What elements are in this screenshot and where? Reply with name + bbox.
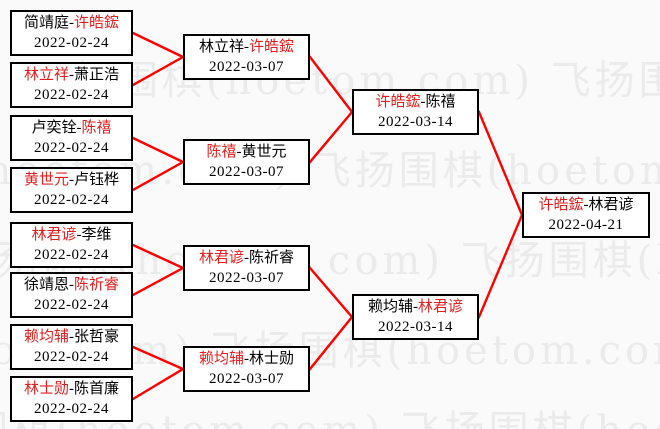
match-date: 2022-03-07: [209, 269, 284, 286]
connector-line: [477, 110, 524, 319]
match-players: 黄世元-卢钰桦: [12, 171, 131, 190]
match-box: 林立祥-许皓鋐 2022-03-07: [183, 34, 310, 80]
players-separator: -: [413, 298, 418, 315]
match-date: 2022-02-24: [34, 86, 109, 103]
match-players: 简靖庭-许皓鋐: [12, 14, 131, 33]
player-name: 陈禧: [81, 119, 112, 136]
match-box: 黄世元-卢钰桦 2022-02-24: [10, 167, 133, 213]
match-players: 赖均辅-张哲豪: [12, 328, 131, 347]
player-name: 林立祥: [198, 38, 244, 55]
player-name: 赖均辅: [198, 350, 244, 367]
match-players: 林立祥-萧正浩: [12, 66, 131, 85]
match-date: 2022-03-14: [378, 113, 453, 130]
players-separator: -: [69, 14, 74, 31]
player-name: 林立祥: [23, 66, 69, 83]
player-name: 张哲豪: [74, 328, 120, 345]
players-separator: -: [69, 380, 74, 397]
player-name: 简靖庭: [23, 14, 69, 31]
connector-line: [131, 136, 186, 192]
match-players: 徐靖恩-陈祈睿: [12, 276, 131, 295]
player-name: 许皓鋐: [74, 14, 120, 31]
match-date: 2022-02-24: [34, 296, 109, 313]
match-box: 徐靖恩-陈祈睿 2022-02-24: [10, 272, 133, 318]
players-separator: -: [244, 249, 249, 266]
player-name: 林君谚: [31, 226, 77, 243]
player-name: 黄世元: [241, 143, 287, 160]
players-separator: -: [76, 119, 82, 136]
players-separator: -: [69, 66, 74, 83]
players-separator: -: [69, 328, 74, 345]
match-players: 许皓鋐-林君谚: [524, 196, 648, 215]
match-players: 卢奕铨-陈禧: [12, 119, 131, 138]
player-name: 卢奕铨: [31, 119, 77, 136]
match-players: 赖均辅-林士勋: [185, 350, 308, 369]
player-name: 林君谚: [588, 196, 634, 213]
match-players: 林立祥-许皓鋐: [185, 38, 308, 57]
players-separator: -: [583, 196, 589, 213]
match-box: 许皓鋐-林君谚 2022-04-21: [522, 192, 650, 238]
players-separator: -: [69, 171, 74, 188]
match-box: 林君谚-陈祈睿 2022-03-07: [183, 245, 310, 291]
players-separator: -: [69, 276, 74, 293]
player-name: 许皓鋐: [375, 93, 421, 110]
match-box: 赖均辅-林君谚 2022-03-14: [352, 294, 479, 340]
match-box: 赖均辅-林士勋 2022-03-07: [183, 346, 310, 392]
players-separator: -: [236, 143, 242, 160]
match-date: 2022-03-07: [209, 163, 284, 180]
match-players: 赖均辅-林君谚: [354, 298, 477, 317]
player-name: 林君谚: [198, 249, 244, 266]
match-players: 林士勋-陈首廉: [12, 380, 131, 399]
players-separator: -: [420, 93, 426, 110]
match-date: 2022-02-24: [34, 246, 109, 263]
match-date: 2022-02-24: [34, 348, 109, 365]
player-name: 陈祈睿: [74, 276, 120, 293]
player-name: 陈禧: [206, 143, 237, 160]
player-name: 赖均辅: [367, 298, 413, 315]
players-separator: -: [244, 350, 249, 367]
match-box: 简靖庭-许皓鋐 2022-02-24: [10, 10, 133, 56]
match-box: 陈禧-黄世元 2022-03-07: [183, 139, 310, 185]
match-players: 陈禧-黄世元: [185, 143, 308, 162]
match-date: 2022-03-07: [209, 58, 284, 75]
match-box: 卢奕铨-陈禧 2022-02-24: [10, 115, 133, 161]
player-name: 徐靖恩: [23, 276, 69, 293]
player-name: 林士勋: [23, 380, 69, 397]
player-name: 陈禧: [425, 93, 456, 110]
match-box: 许皓鋐-陈禧 2022-03-14: [352, 89, 479, 135]
match-box: 林立祥-萧正浩 2022-02-24: [10, 62, 133, 108]
match-date: 2022-02-24: [34, 191, 109, 208]
match-box: 赖均辅-张哲豪 2022-02-24: [10, 324, 133, 370]
match-date: 2022-04-21: [548, 216, 624, 233]
match-date: 2022-03-14: [378, 318, 453, 335]
match-date: 2022-02-24: [34, 139, 109, 156]
connector-line: [131, 345, 186, 401]
connector-line: [308, 55, 354, 164]
player-name: 陈首廉: [74, 380, 120, 397]
match-date: 2022-02-24: [34, 400, 109, 417]
match-players: 许皓鋐-陈禧: [354, 93, 477, 112]
connector-line: [131, 31, 186, 87]
connector-line: [131, 243, 186, 297]
player-name: 林君谚: [418, 298, 464, 315]
player-name: 李维: [81, 226, 112, 243]
match-players: 林君谚-陈祈睿: [185, 249, 308, 268]
player-name: 萧正浩: [74, 66, 120, 83]
match-date: 2022-02-24: [34, 34, 109, 51]
player-name: 林士勋: [249, 350, 295, 367]
player-name: 陈祈睿: [249, 249, 295, 266]
player-name: 许皓鋐: [538, 196, 584, 213]
match-date: 2022-03-07: [209, 370, 284, 387]
player-name: 许皓鋐: [249, 38, 295, 55]
player-name: 赖均辅: [23, 328, 69, 345]
match-box: 林士勋-陈首廉 2022-02-24: [10, 376, 133, 422]
players-separator: -: [76, 226, 82, 243]
player-name: 卢钰桦: [74, 171, 120, 188]
match-box: 林君谚-李维 2022-02-24: [10, 222, 133, 268]
connector-line: [308, 266, 354, 371]
players-separator: -: [244, 38, 249, 55]
player-name: 黄世元: [23, 171, 69, 188]
match-players: 林君谚-李维: [12, 226, 131, 245]
